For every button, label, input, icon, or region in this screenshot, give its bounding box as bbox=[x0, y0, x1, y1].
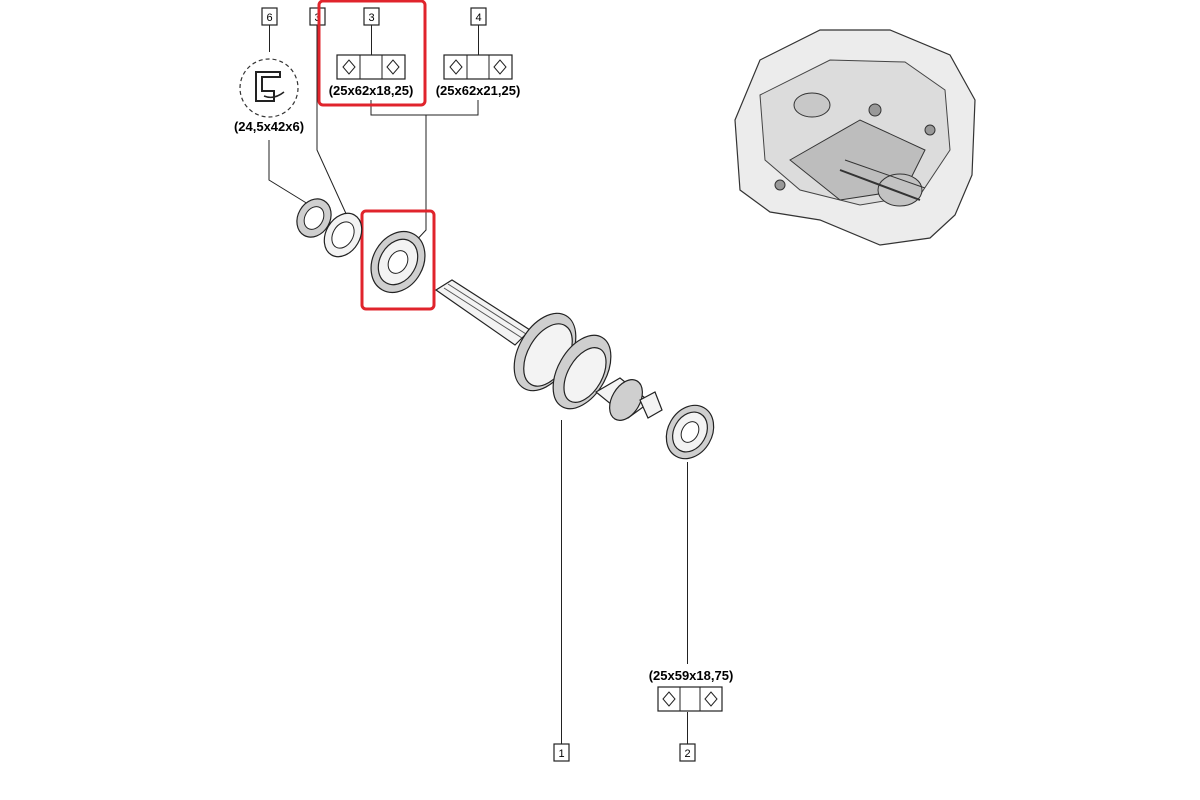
seal-symbol bbox=[239, 58, 299, 118]
seal-dimension: (24,5x42x6) bbox=[234, 119, 304, 134]
bearing-2-part bbox=[665, 404, 715, 460]
callout-4[interactable]: 4 bbox=[470, 7, 487, 26]
highlight-box-bearing bbox=[360, 209, 436, 311]
gearbox-illustration bbox=[734, 29, 976, 246]
svg-text:3: 3 bbox=[368, 12, 374, 24]
bearing-3-part bbox=[370, 230, 426, 294]
callout-3[interactable]: 3 bbox=[363, 7, 380, 26]
bearing-symbol-4 bbox=[443, 54, 513, 80]
bearing-2-dimension: (25x59x18,75) bbox=[649, 668, 734, 683]
seal-ring bbox=[296, 198, 332, 238]
callout-6[interactable]: 6 bbox=[261, 7, 278, 26]
callout-1[interactable]: 1 bbox=[553, 743, 570, 762]
bearing-symbol-2 bbox=[657, 686, 723, 712]
callout-2[interactable]: 2 bbox=[679, 743, 696, 762]
bearing-3-dimension: (25x62x18,25) bbox=[329, 83, 414, 98]
svg-text:6: 6 bbox=[266, 12, 272, 24]
bearing-symbol-3 bbox=[336, 54, 406, 80]
main-shaft bbox=[434, 279, 663, 421]
svg-text:2: 2 bbox=[684, 748, 690, 760]
highlight-box-top bbox=[317, 0, 427, 107]
svg-text:4: 4 bbox=[475, 12, 481, 24]
svg-text:1: 1 bbox=[558, 748, 564, 760]
spacer-ring bbox=[323, 212, 363, 258]
bearing-4-dimension: (25x62x21,25) bbox=[436, 83, 521, 98]
